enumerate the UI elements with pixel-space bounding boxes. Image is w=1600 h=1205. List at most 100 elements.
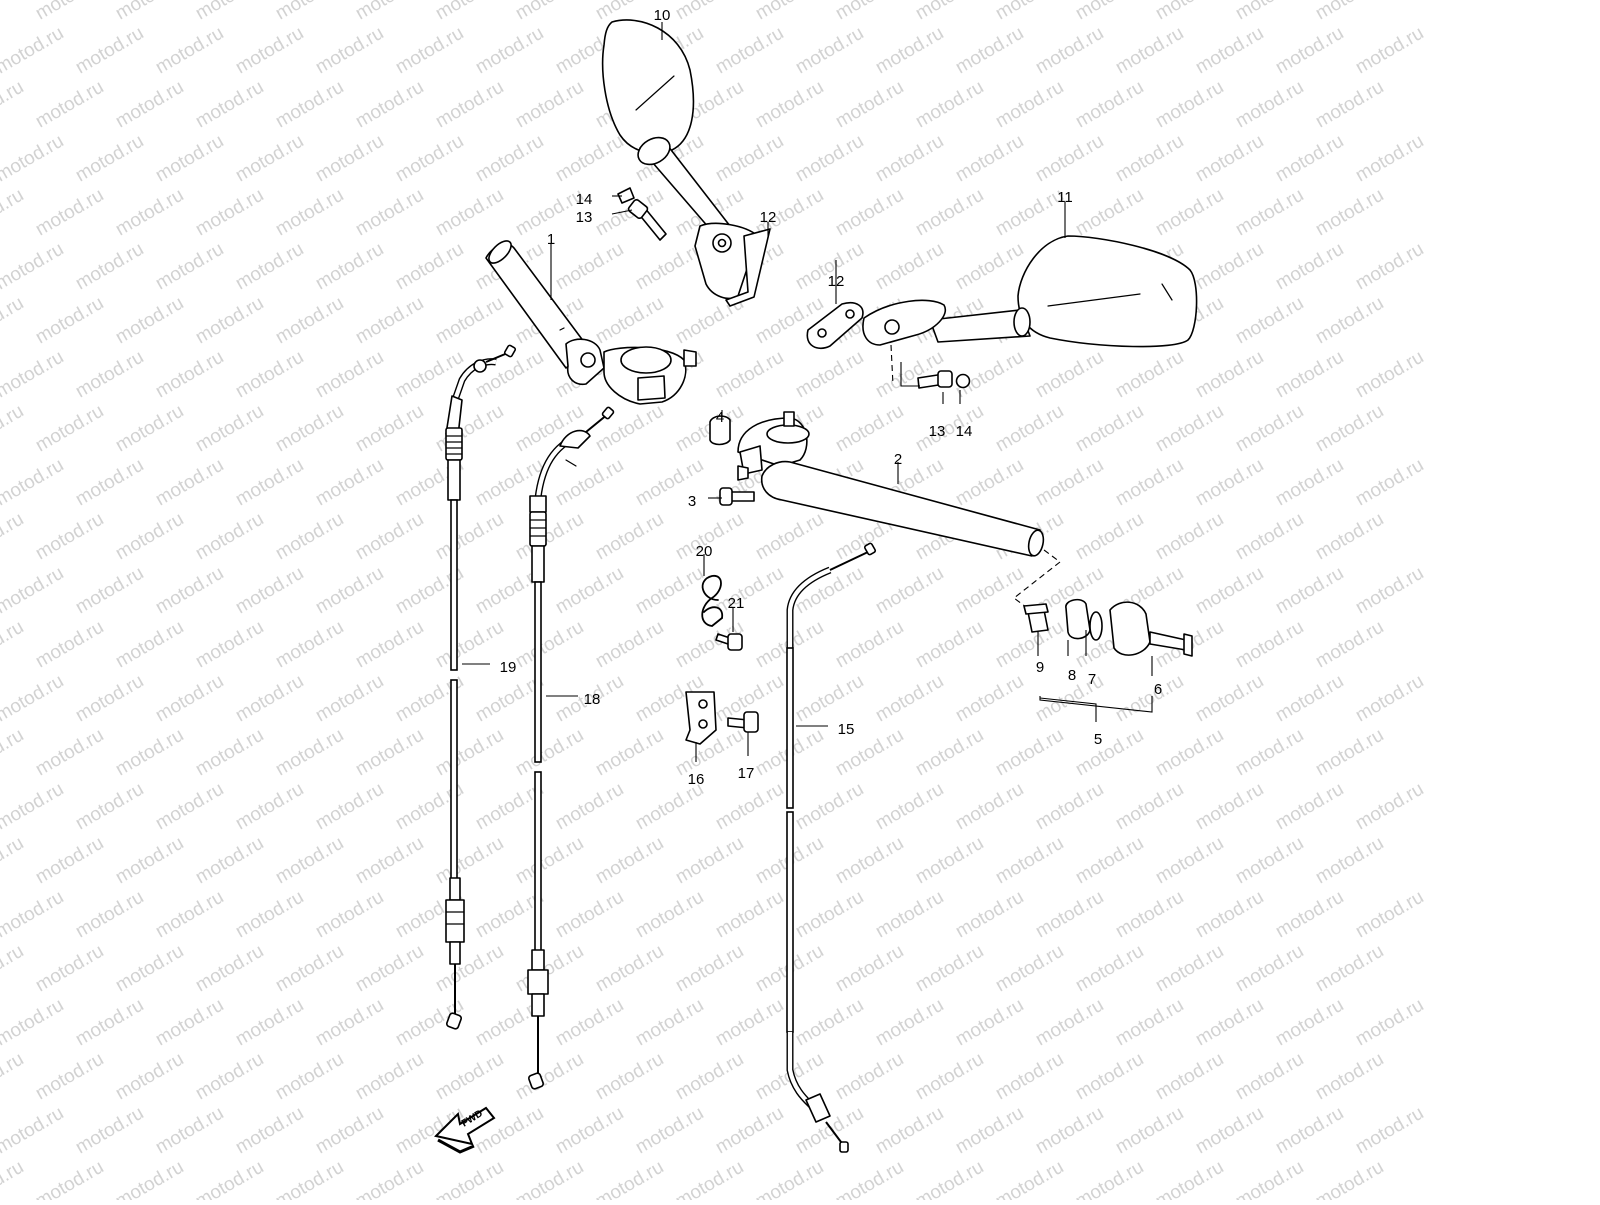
watermark-text: motod.ru	[1232, 509, 1307, 565]
watermark-text: motod.ru	[272, 509, 347, 565]
watermark-text: motod.ru	[312, 779, 387, 835]
watermark-text: motod.ru	[1232, 833, 1307, 889]
callout-11: 11	[1057, 189, 1073, 206]
watermark-text: motod.ru	[232, 347, 307, 403]
watermark-text: motod.ru	[152, 1103, 227, 1159]
watermark-text: motod.ru	[912, 77, 987, 133]
watermark-text: motod.ru	[1192, 995, 1267, 1051]
watermark-text: motod.ru	[312, 995, 387, 1051]
watermark-text: motod.ru	[1072, 0, 1147, 24]
watermark-text: motod.ru	[912, 1157, 987, 1200]
watermark-text: motod.ru	[232, 239, 307, 295]
watermark-text: motod.ru	[552, 1103, 627, 1159]
watermark-text: motod.ru	[272, 1049, 347, 1105]
watermark-text: motod.ru	[32, 941, 107, 997]
watermark-text: motod.ru	[512, 941, 587, 997]
watermark-text: motod.ru	[752, 0, 827, 24]
watermark-text: motod.ru	[32, 617, 107, 673]
watermark-text: motod.ru	[832, 1157, 907, 1200]
watermark-text: motod.ru	[792, 23, 867, 79]
watermark-text: motod.ru	[1232, 941, 1307, 997]
watermark-text: motod.ru	[1232, 617, 1307, 673]
watermark-text: motod.ru	[272, 941, 347, 997]
watermark-text: motod.ru	[32, 833, 107, 889]
watermark-text: motod.ru	[0, 455, 67, 511]
watermark-text: motod.ru	[1152, 1049, 1227, 1105]
watermark-text: motod.ru	[952, 23, 1027, 79]
watermark-text: motod.ru	[1232, 293, 1307, 349]
watermark-text: motod.ru	[1112, 995, 1187, 1051]
watermark-text: motod.ru	[112, 293, 187, 349]
watermark-text: motod.ru	[192, 293, 267, 349]
watermark-text: motod.ru	[1112, 23, 1187, 79]
watermark-text: motod.ru	[1112, 455, 1187, 511]
watermark-text: motod.ru	[32, 725, 107, 781]
watermark-text: motod.ru	[592, 725, 667, 781]
watermark-text: motod.ru	[552, 563, 627, 619]
watermark-text: motod.ru	[832, 401, 907, 457]
watermark-text: motod.ru	[1072, 725, 1147, 781]
watermark-text: motod.ru	[472, 23, 547, 79]
watermark-text: motod.ru	[0, 671, 67, 727]
watermark-text: motod.ru	[72, 563, 147, 619]
watermark-text: motod.ru	[0, 1103, 67, 1159]
watermark-text: motod.ru	[1272, 347, 1347, 403]
watermark-text: motod.ru	[152, 563, 227, 619]
watermark-text: motod.ru	[232, 455, 307, 511]
watermark-text: motod.ru	[672, 833, 747, 889]
watermark-text: motod.ru	[952, 995, 1027, 1051]
watermark-text: motod.ru	[112, 77, 187, 133]
watermark-text: motod.ru	[0, 293, 27, 349]
watermark-text: motod.ru	[552, 779, 627, 835]
watermark-text: motod.ru	[272, 0, 347, 24]
watermark-text: motod.ru	[1272, 671, 1347, 727]
watermark-text: motod.ru	[432, 77, 507, 133]
watermark-text: motod.ru	[552, 131, 627, 187]
watermark-text: motod.ru	[312, 563, 387, 619]
callout-14: 14	[576, 191, 593, 208]
watermark-text: motod.ru	[512, 1049, 587, 1105]
cap-14-left	[617, 187, 635, 204]
watermark-text: motod.ru	[232, 563, 307, 619]
watermark-text: motod.ru	[1192, 671, 1267, 727]
watermark-text: motod.ru	[432, 401, 507, 457]
watermark-text: motod.ru	[0, 995, 67, 1051]
watermark-text: motod.ru	[272, 833, 347, 889]
watermark-text: motod.ru	[552, 455, 627, 511]
watermark-text: motod.ru	[392, 23, 467, 79]
watermark-text: motod.ru	[672, 0, 747, 24]
watermark-text: motod.ru	[232, 23, 307, 79]
watermark-text: motod.ru	[752, 509, 827, 565]
watermark-text: motod.ru	[1152, 509, 1227, 565]
watermark-text: motod.ru	[272, 185, 347, 241]
watermark-text: motod.ru	[632, 563, 707, 619]
watermark-text: motod.ru	[792, 995, 867, 1051]
watermark-text: motod.ru	[1312, 509, 1387, 565]
watermark-text: motod.ru	[352, 401, 427, 457]
cap-14-right	[955, 373, 971, 389]
callout-19: 19	[500, 659, 517, 676]
watermark-text: motod.ru	[232, 1103, 307, 1159]
watermark-text: motod.ru	[232, 131, 307, 187]
watermark-text: motod.ru	[1072, 833, 1147, 889]
watermark-text: motod.ru	[512, 1157, 587, 1200]
watermark-text: motod.ru	[592, 293, 667, 349]
bracket-16	[685, 691, 717, 745]
watermark-text: motod.ru	[1192, 1103, 1267, 1159]
watermark-text: motod.ru	[912, 401, 987, 457]
callout-16: 16	[688, 771, 705, 788]
watermark-text: motod.ru	[32, 509, 107, 565]
watermark-text: motod.ru	[1192, 455, 1267, 511]
watermark-text: motod.ru	[32, 0, 107, 24]
watermark-text: motod.ru	[272, 401, 347, 457]
watermark-text: motod.ru	[72, 347, 147, 403]
watermark-text: motod.ru	[1032, 131, 1107, 187]
watermark-text: motod.ru	[192, 941, 267, 997]
watermark-text: motod.ru	[1352, 455, 1427, 511]
mirror-right	[806, 235, 1198, 350]
watermark-text: motod.ru	[1112, 347, 1187, 403]
watermark-text: motod.ru	[192, 1049, 267, 1105]
watermark-text: motod.ru	[872, 1103, 947, 1159]
